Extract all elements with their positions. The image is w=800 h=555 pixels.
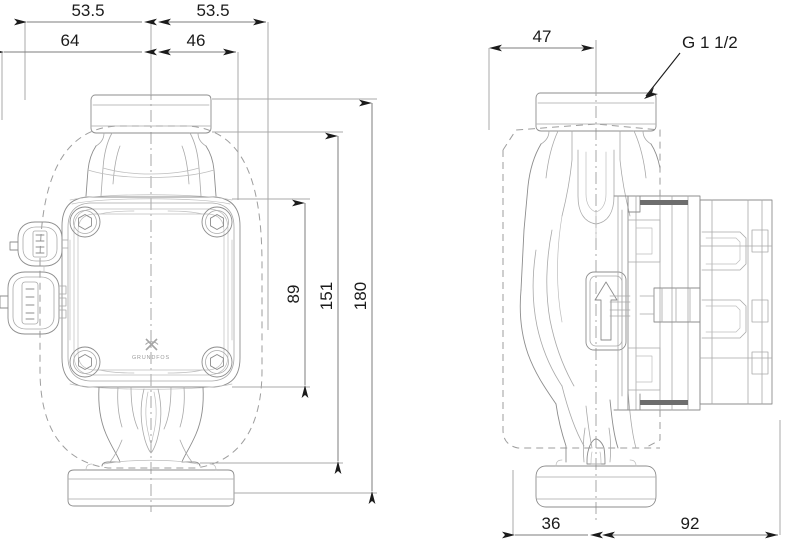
- side-view-envelope-outline: [502, 150, 660, 449]
- side-flange-seam: [613, 195, 629, 411]
- grundfos-logo-text: GRUNDFOS: [132, 355, 170, 361]
- front-foot-flange: [67, 463, 235, 507]
- dim-92: 92: [681, 514, 700, 533]
- side-flange-seam-lines: [617, 195, 623, 411]
- front-lower-housing: [98, 386, 204, 467]
- front-connector-upper: [9, 221, 69, 267]
- front-view: GRUNDFOS: [0, 88, 263, 512]
- side-motor-section: [585, 195, 773, 411]
- front-bolt-top-right: [201, 206, 233, 238]
- front-bolt-bottom-right: [201, 346, 233, 378]
- thread-callout-group: G 1 1/2: [644, 33, 738, 99]
- dimension-group-side-top: 47: [488, 27, 597, 130]
- front-motor-housing: [61, 194, 241, 390]
- dim-180: 180: [351, 282, 370, 310]
- side-foot-flange: [535, 459, 657, 508]
- thread-callout-label: G 1 1/2: [682, 33, 738, 52]
- dim-53-5-right: 53.5: [196, 1, 229, 20]
- dimension-group-vertical: 89 151 180: [200, 98, 377, 504]
- side-view-envelope-top: [502, 123, 661, 196]
- side-volute-body: [519, 130, 661, 465]
- front-connector-lower: [0, 265, 67, 335]
- dimension-group-top-row-2: 64 46: [0, 31, 239, 200]
- side-top-port: [535, 92, 657, 145]
- dim-36: 36: [542, 514, 561, 533]
- front-bolt-top-left: [69, 206, 101, 238]
- dim-89: 89: [284, 285, 303, 304]
- side-view-envelope-right: [644, 410, 661, 449]
- dim-53-5-left: 53.5: [71, 1, 104, 20]
- dim-46: 46: [187, 31, 206, 50]
- side-view: [502, 40, 773, 520]
- grundfos-logo: GRUNDFOS: [132, 338, 170, 361]
- dim-47: 47: [533, 27, 552, 46]
- front-neck: [85, 132, 217, 197]
- front-view-envelope-outline: [39, 125, 263, 469]
- dimension-group-top-row-1: 53.5 53.5: [14, 1, 269, 330]
- front-bolt-bottom-left: [69, 346, 101, 378]
- dim-64: 64: [61, 31, 80, 50]
- front-top-port: [90, 94, 212, 147]
- dim-151: 151: [317, 282, 336, 310]
- flow-direction-arrow: [585, 271, 627, 351]
- dimension-group-side-bottom: 36 92: [502, 420, 781, 539]
- callout-arrowhead: [644, 87, 658, 99]
